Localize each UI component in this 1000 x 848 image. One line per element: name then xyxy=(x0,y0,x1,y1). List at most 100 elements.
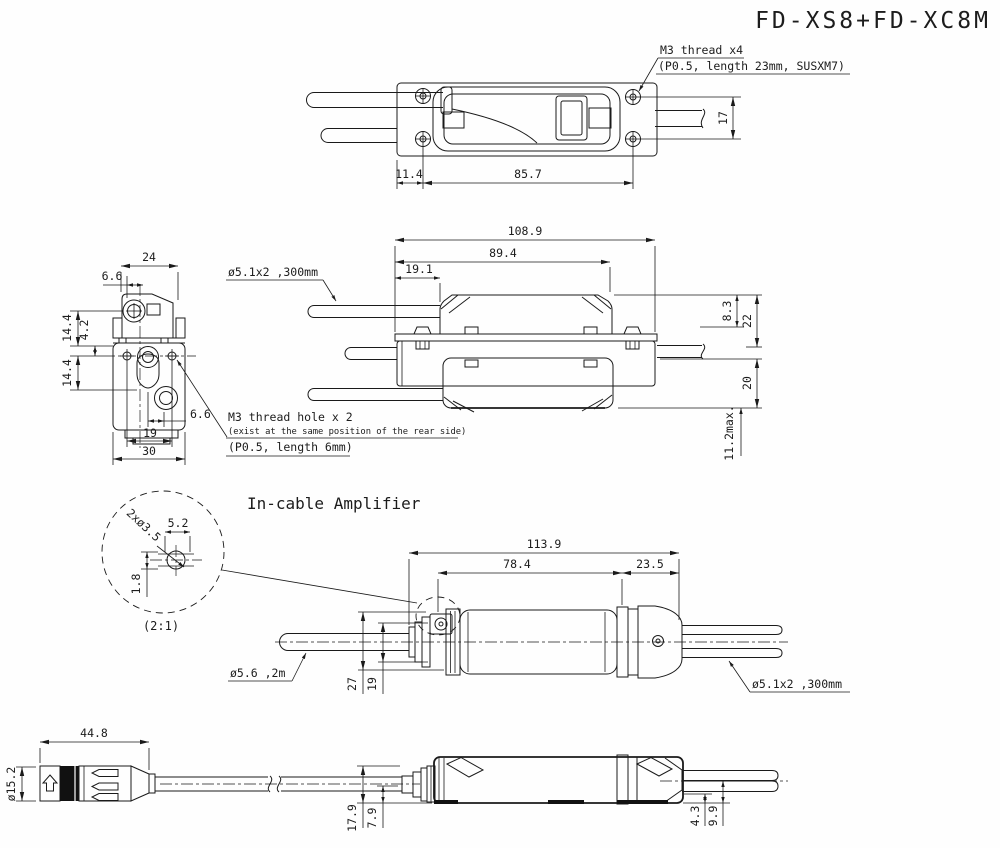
svg-text:(P0.5, length 6mm): (P0.5, length 6mm) xyxy=(228,440,353,454)
tube-left-lower xyxy=(320,128,397,143)
dim-14-4-lower: 14.4 xyxy=(60,356,81,390)
svg-text:19.1: 19.1 xyxy=(405,262,433,276)
dim-78-4: 78.4 xyxy=(437,557,623,612)
amplifier-bottom-view: 17.9 7.9 4.3 9.9 xyxy=(345,754,788,832)
svg-text:ø5.1x2 ,300mm: ø5.1x2 ,300mm xyxy=(752,677,842,691)
dim-20: 20 xyxy=(740,359,760,408)
svg-text:19: 19 xyxy=(365,677,379,691)
svg-text:19: 19 xyxy=(143,426,157,440)
svg-text:113.9: 113.9 xyxy=(527,537,562,551)
svg-text:6.6: 6.6 xyxy=(102,269,123,283)
section-heading: In-cable Amplifier xyxy=(247,494,421,513)
svg-text:14.4: 14.4 xyxy=(60,314,74,342)
sensor-top-view: 11.4 85.7 17 M3 thread x4 (P0.5, length … xyxy=(306,43,850,189)
dim-22: 22 xyxy=(740,295,760,347)
svg-text:2xø3.5: 2xø3.5 xyxy=(124,506,164,545)
svg-text:7.9: 7.9 xyxy=(365,808,379,829)
svg-text:ø5.6 ,2m: ø5.6 ,2m xyxy=(230,666,285,680)
screw-hole xyxy=(415,88,431,104)
screw-hole xyxy=(625,131,641,147)
svg-text:1.8: 1.8 xyxy=(129,574,143,595)
svg-text:22: 22 xyxy=(740,314,754,328)
dim-11-2max: 11.2max. xyxy=(722,405,743,461)
dim-1-8: 1.8 xyxy=(129,551,158,597)
dim-19-1: 19.1 xyxy=(395,262,441,302)
svg-text:17.9: 17.9 xyxy=(345,804,359,832)
svg-text:4.3: 4.3 xyxy=(688,806,702,827)
dim-14-4-upper: 14.4 xyxy=(60,311,81,346)
dim-7-9: 7.9 xyxy=(365,786,385,829)
dim-89-4: 89.4 xyxy=(395,246,611,292)
dim-d15-2: ø15.2 xyxy=(4,766,36,802)
svg-text:23.5: 23.5 xyxy=(636,557,664,571)
dim-4-3: 4.3 xyxy=(688,794,707,827)
detail-leader xyxy=(221,569,418,604)
dim-27: 27 xyxy=(345,611,444,694)
svg-text:11.4: 11.4 xyxy=(395,167,423,181)
svg-text:20: 20 xyxy=(740,376,754,390)
break-symbol xyxy=(276,775,282,793)
break-symbol xyxy=(700,343,706,360)
svg-text:108.9: 108.9 xyxy=(508,224,543,238)
cable-right-lower xyxy=(682,648,783,658)
label-cable-amp-right: ø5.1x2 ,300mm xyxy=(728,660,850,693)
svg-text:44.8: 44.8 xyxy=(80,726,108,740)
break-symbol xyxy=(700,108,706,129)
dim-85-7: 85.7 xyxy=(423,147,634,189)
sensor-front-view: 108.9 89.4 19.1 ø5.1x2 ,300mm 8.3 22 20 … xyxy=(226,224,762,461)
dim-17: 17 xyxy=(641,96,741,140)
label-cable-sensor: ø5.1x2 ,300mm xyxy=(226,265,337,302)
tube-left-upper xyxy=(306,92,443,108)
dim-19-cable: 19 xyxy=(365,622,428,694)
tube-front-mid xyxy=(344,347,397,360)
svg-text:30: 30 xyxy=(142,444,156,458)
screw-hole xyxy=(415,131,431,147)
dim-30: 30 xyxy=(112,432,186,465)
label-cable-amp-left: ø5.6 ,2m xyxy=(228,652,307,682)
svg-text:11.2max.: 11.2max. xyxy=(722,405,736,460)
svg-text:27: 27 xyxy=(345,677,359,691)
detail-scale: (2:1) xyxy=(143,619,179,633)
dim-6-6-top: 6.6 xyxy=(102,269,143,298)
drawing-title: FD-XS8+FD-XC8M xyxy=(755,8,991,34)
dim-11-4: 11.4 xyxy=(395,147,424,189)
dim-9-9: 9.9 xyxy=(706,781,725,827)
label-2xd3-5: 2xø3.5 xyxy=(124,506,185,568)
sensor-side-view: 24 6.6 14.4 4.2 14.4 6.6 19 30 xyxy=(60,250,466,465)
dim-5-2: 5.2 xyxy=(164,516,191,552)
svg-text:M3 thread x4: M3 thread x4 xyxy=(660,43,743,57)
dim-19: 19 xyxy=(126,363,173,447)
amplifier-side-view: 113.9 78.4 23.5 27 19 ø5.6 ,2m ø5.1x2 ,3… xyxy=(228,537,850,694)
svg-text:24: 24 xyxy=(142,250,156,264)
dim-23-5: 23.5 xyxy=(622,557,679,576)
svg-text:8.3: 8.3 xyxy=(720,301,734,322)
orientation-arrow-icon xyxy=(41,774,59,792)
svg-text:17: 17 xyxy=(716,111,730,125)
note-m3-thread-hole: M3 thread hole x 2 (exist at the same po… xyxy=(176,359,466,457)
dim-6-6-bottom: 6.6 xyxy=(147,392,211,427)
svg-text:4.2: 4.2 xyxy=(77,320,91,341)
screw-hole xyxy=(625,89,641,105)
svg-text:(P0.5, length 23mm, SUSXM7): (P0.5, length 23mm, SUSXM7) xyxy=(658,59,845,73)
svg-text:ø15.2: ø15.2 xyxy=(4,767,18,802)
svg-text:6.6: 6.6 xyxy=(190,407,211,421)
tube-front-upper xyxy=(307,305,440,318)
dim-44-8: 44.8 xyxy=(39,726,150,770)
dim-17-9: 17.9 xyxy=(345,766,366,832)
tube-front-lower xyxy=(307,388,443,401)
svg-text:5.2: 5.2 xyxy=(168,516,189,530)
svg-text:89.4: 89.4 xyxy=(489,246,517,260)
dim-4-2: 4.2 xyxy=(77,320,97,356)
cable-bottom-lower xyxy=(682,780,779,792)
dim-108-9: 108.9 xyxy=(394,224,656,332)
dim-113-9: 113.9 xyxy=(408,537,680,625)
dim-24: 24 xyxy=(120,250,179,300)
svg-text:ø5.1x2 ,300mm: ø5.1x2 ,300mm xyxy=(228,265,318,279)
svg-text:78.4: 78.4 xyxy=(503,557,531,571)
cable-bottom-upper xyxy=(682,770,779,781)
svg-text:14.4: 14.4 xyxy=(60,359,74,387)
svg-text:9.9: 9.9 xyxy=(706,806,720,827)
svg-text:(exist at the same position of: (exist at the same position of the rear … xyxy=(228,427,466,437)
